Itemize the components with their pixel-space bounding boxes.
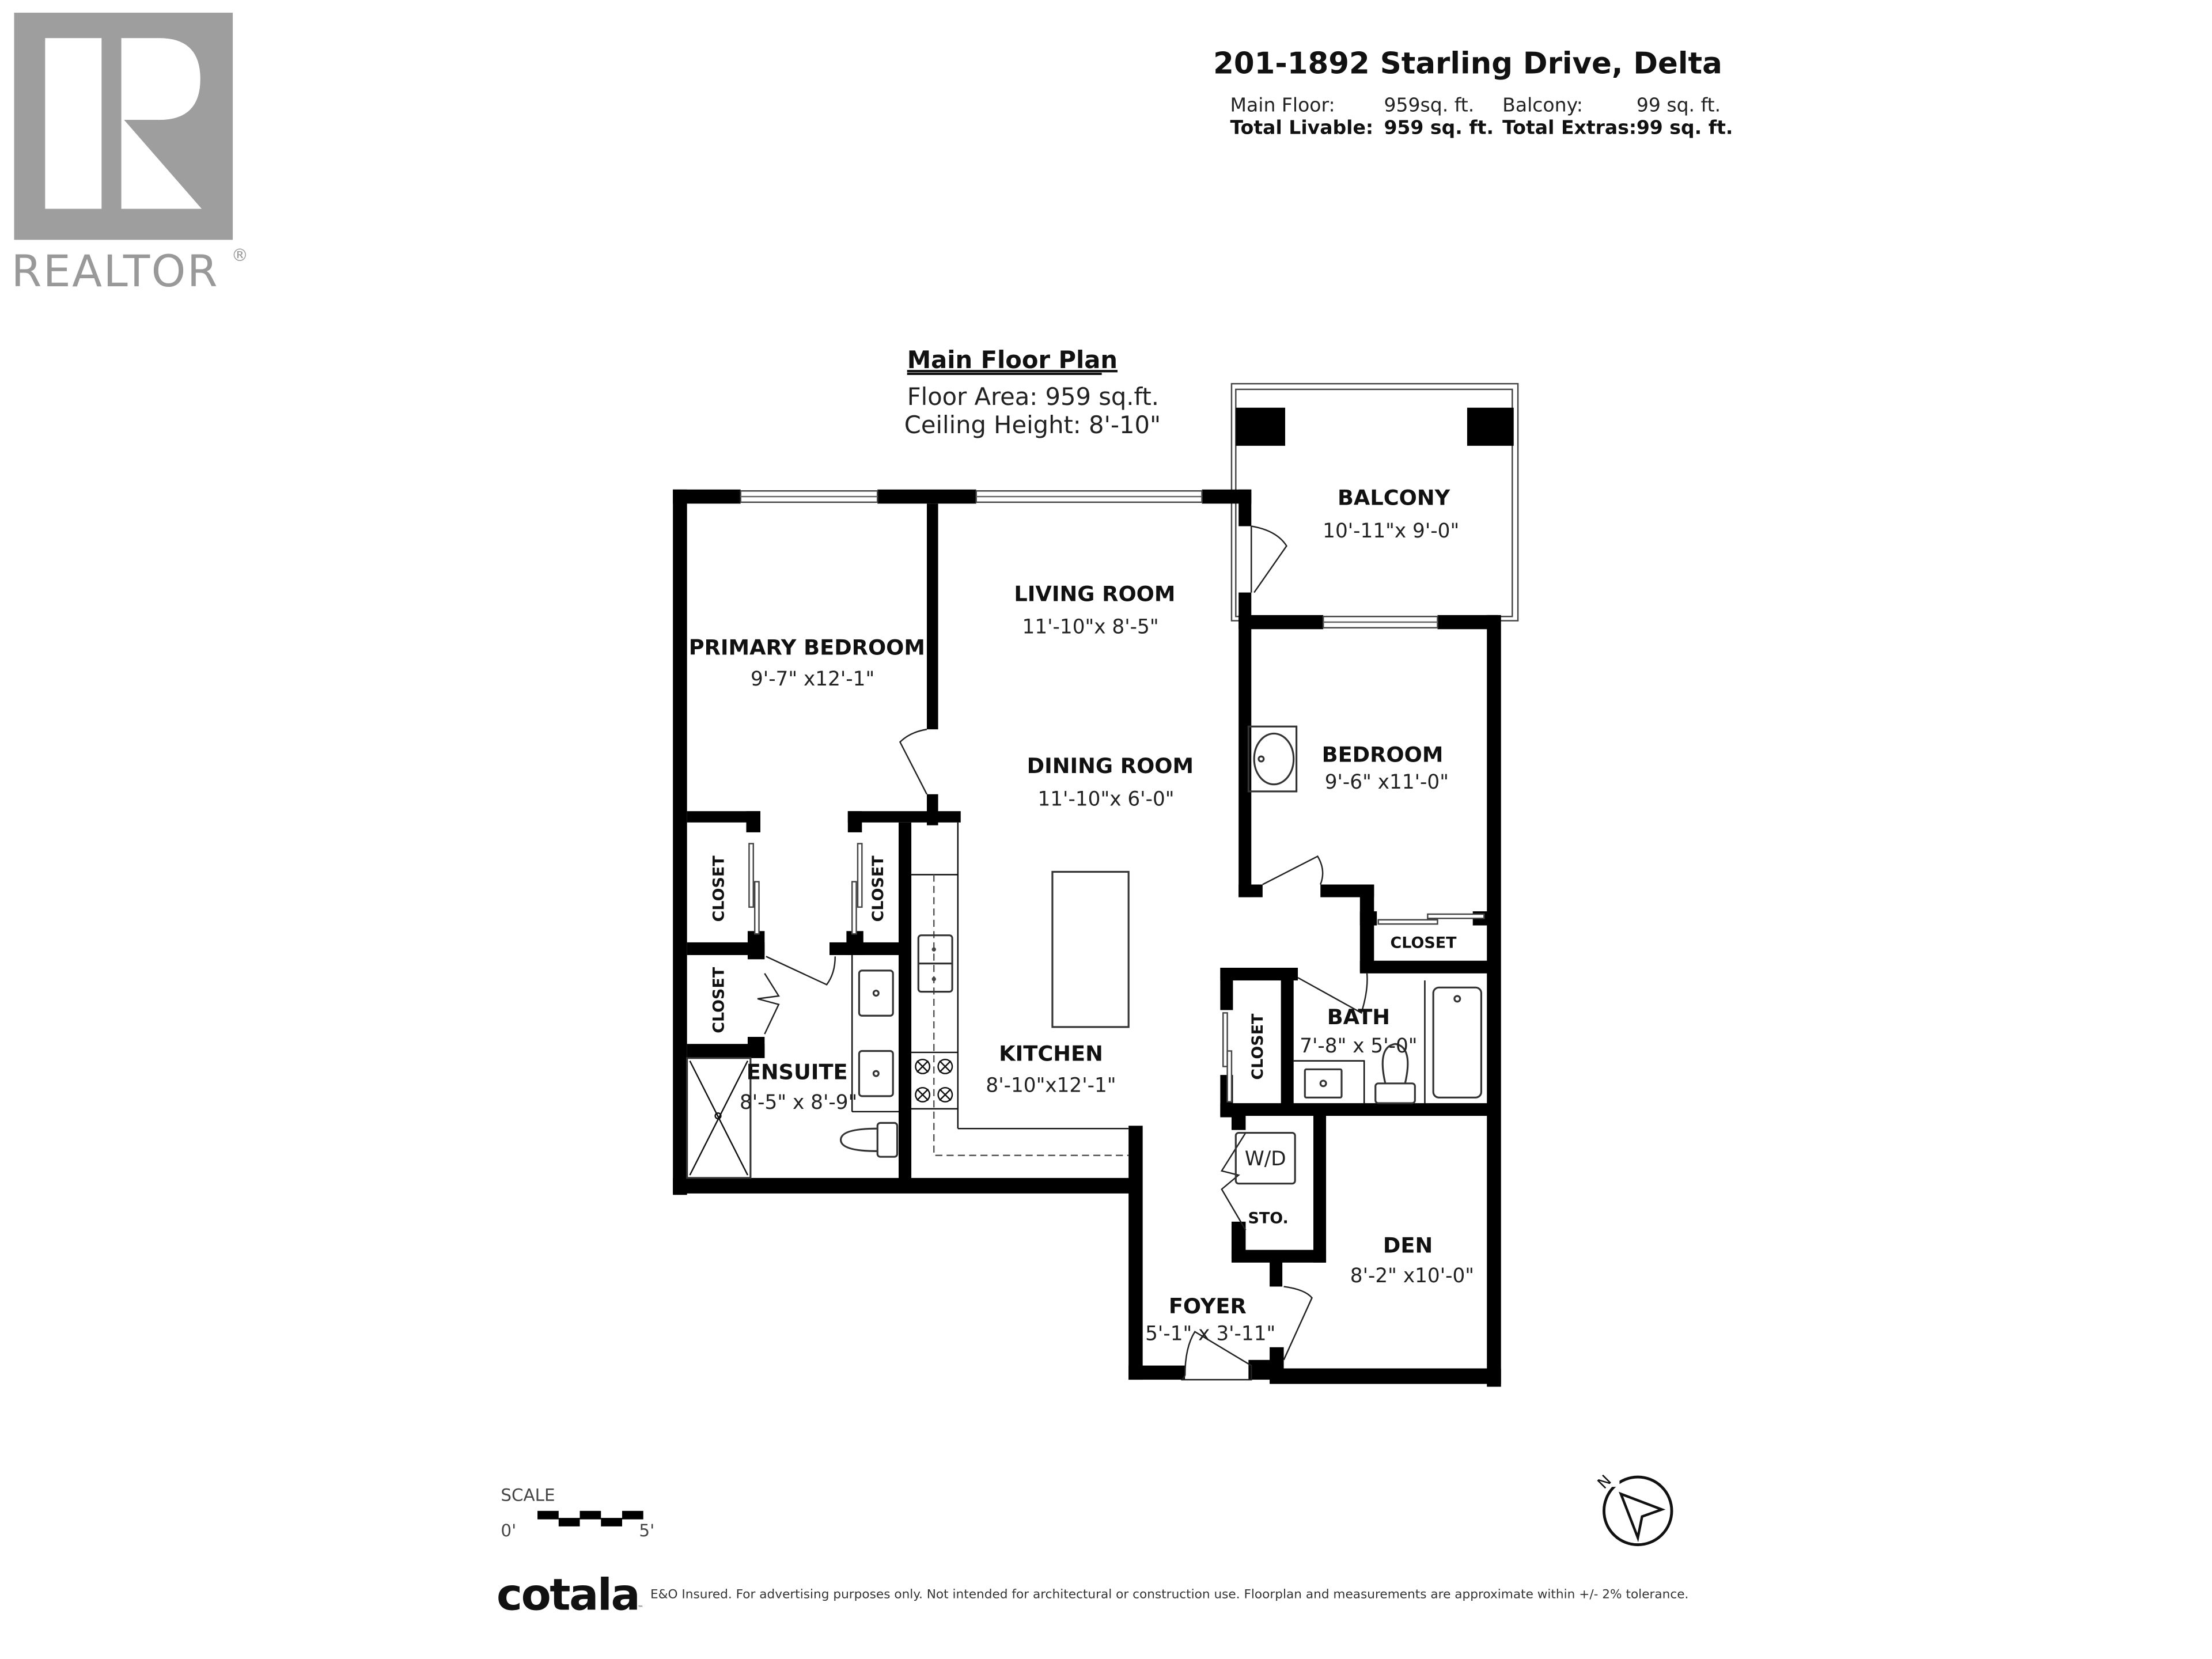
cooktop-burners xyxy=(915,1058,953,1103)
plan-info: Main Floor Plan Floor Area: 959 sq.ft. C… xyxy=(904,346,1161,439)
room-bedroom-dims: 9'-6" x11'-0" xyxy=(1325,771,1449,794)
area-label-total-livable: Total Livable: xyxy=(1230,116,1374,139)
realtor-logo: REALTOR ® xyxy=(12,13,248,297)
disclaimer-text: E&O Insured. For advertising purposes on… xyxy=(650,1588,1688,1602)
room-den-name: DEN xyxy=(1383,1233,1433,1258)
bath-toilet xyxy=(1374,1082,1416,1104)
registered-mark: ® xyxy=(232,245,248,265)
cotala-trademark: ™ xyxy=(638,1605,643,1611)
room-bath-name: BATH xyxy=(1327,1005,1390,1029)
primary-closet-left-label: CLOSET xyxy=(710,855,728,922)
room-foyer-dims: 5'-1" x 3'-11" xyxy=(1145,1323,1275,1346)
washer-dryer-label: W/D xyxy=(1245,1147,1286,1171)
area-label-balcony: Balcony: xyxy=(1502,93,1583,116)
scale-bar: SCALE 0' 5' xyxy=(501,1486,654,1540)
bedroom-closet-label: CLOSET xyxy=(1391,934,1457,952)
ensuite-closet-label: CLOSET xyxy=(710,967,728,1033)
cotala-logo: cotala xyxy=(497,1569,639,1620)
realtor-wordmark: REALTOR xyxy=(12,246,219,297)
hall-closet-label: CLOSET xyxy=(1249,1013,1267,1080)
scale-label: SCALE xyxy=(501,1486,555,1505)
room-dining-dims: 11'-10"x 6'-0" xyxy=(1037,787,1174,810)
ensuite-toilet xyxy=(876,1122,899,1158)
room-bath-dims: 7'-8" x 5'-0" xyxy=(1300,1035,1417,1058)
room-bedroom-name: BEDROOM xyxy=(1322,742,1444,767)
area-label-total-extras: Total Extras: xyxy=(1502,116,1637,139)
ceiling-height: Ceiling Height: 8'-10" xyxy=(904,411,1161,439)
room-labels: BALCONY 10'-11"x 9'-0" LIVING ROOM 11'-1… xyxy=(689,486,1474,1346)
balcony-pillar-left xyxy=(1236,407,1286,446)
room-living-dims: 11'-10"x 8'-5" xyxy=(1022,616,1159,639)
room-ensuite-name: ENSUITE xyxy=(747,1059,848,1084)
room-ensuite-dims: 8'-5" x 8'-9" xyxy=(740,1091,857,1114)
area-value-total-extras: 99 sq. ft. xyxy=(1637,116,1733,139)
room-balcony-dims: 10'-11"x 9'-0" xyxy=(1323,520,1459,543)
property-address: 201-1892 Starling Drive, Delta xyxy=(1213,46,1722,81)
area-value-balcony: 99 sq. ft. xyxy=(1637,93,1721,116)
area-value-total-livable: 959 sq. ft. xyxy=(1384,116,1494,139)
bathtub xyxy=(1432,986,1483,1099)
room-foyer-name: FOYER xyxy=(1169,1294,1247,1319)
room-living-name: LIVING ROOM xyxy=(1014,581,1175,606)
fixtures xyxy=(686,725,1483,1185)
scale-end: 5' xyxy=(639,1521,654,1540)
plan-title: Main Floor Plan xyxy=(907,346,1118,374)
kitchen-island xyxy=(1051,870,1130,1028)
floor-area: Floor Area: 959 sq.ft. xyxy=(907,382,1159,411)
room-den-dims: 8'-2" x10'-0" xyxy=(1350,1264,1474,1287)
primary-closet-right-label: CLOSET xyxy=(869,855,887,922)
balcony-pillar-right xyxy=(1467,407,1514,446)
scale-start: 0' xyxy=(501,1521,516,1540)
bath-sink xyxy=(1304,1068,1343,1099)
room-kitchen-name: KITCHEN xyxy=(999,1041,1103,1066)
room-dining-name: DINING ROOM xyxy=(1027,753,1194,778)
room-balcony-name: BALCONY xyxy=(1338,486,1450,510)
storage-label: STO. xyxy=(1248,1209,1288,1227)
doors xyxy=(748,525,1485,1381)
north-compass-icon: N xyxy=(1594,1467,1673,1547)
footer: cotala ™ E&O Insured. For advertising pu… xyxy=(497,1569,1688,1620)
area-value-main-floor: 959sq. ft. xyxy=(1384,93,1474,116)
bedroom-sink xyxy=(1247,725,1298,793)
area-label-main-floor: Main Floor: xyxy=(1230,93,1335,116)
ensuite-shower xyxy=(686,1057,752,1179)
room-primary-bedroom-name: PRIMARY BEDROOM xyxy=(689,635,925,660)
washer-dryer xyxy=(1234,1131,1296,1185)
walls xyxy=(673,489,1501,1387)
room-primary-bedroom-dims: 9'-7" x12'-1" xyxy=(751,668,874,691)
room-kitchen-dims: 8'-10"x12'-1" xyxy=(986,1074,1116,1097)
property-header: 201-1892 Starling Drive, Delta Main Floo… xyxy=(1213,46,1733,138)
